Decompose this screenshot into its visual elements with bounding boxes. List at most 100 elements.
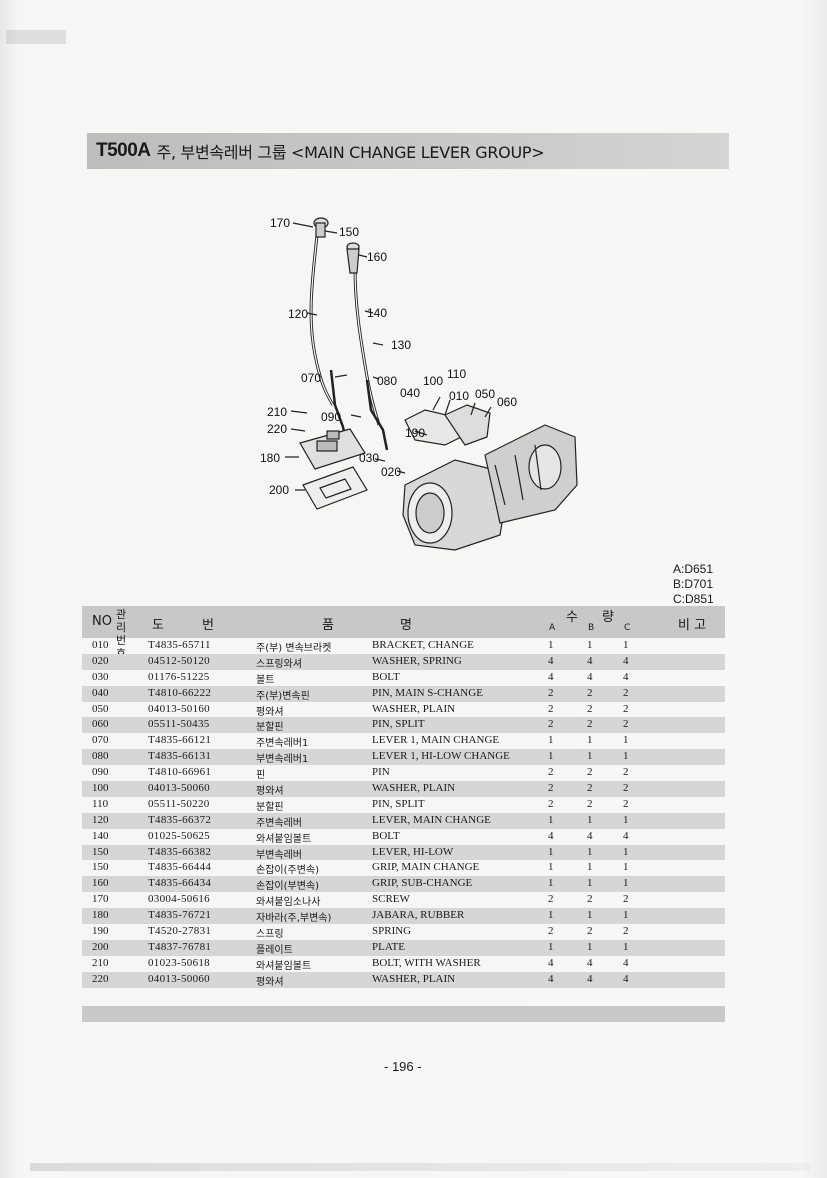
qty-b: 4 <box>587 829 593 842</box>
group-title: 주, 부변속레버 그룹 <MAIN CHANGE LEVER GROUP> <box>156 143 545 162</box>
part-number: 01023-50618 <box>148 956 210 969</box>
part-number: 04013-50060 <box>148 972 210 985</box>
row-number: 110 <box>92 797 109 810</box>
callout-130: 130 <box>391 338 411 352</box>
english-name: WASHER, SPRING <box>372 654 462 667</box>
qty-a: 1 <box>548 639 554 651</box>
english-name: PLATE <box>372 940 405 953</box>
qty-a: 1 <box>548 750 554 763</box>
qty-a: 2 <box>548 925 554 938</box>
qty-c: 1 <box>623 734 629 747</box>
part-number: T4835-66131 <box>148 750 212 763</box>
part-number: T4810-66222 <box>148 686 212 699</box>
callout-170: 170 <box>270 216 290 230</box>
row-number: 040 <box>92 686 109 699</box>
callout-160: 160 <box>367 250 387 264</box>
part-number: T4520-27831 <box>148 925 212 938</box>
qty-a: 1 <box>548 861 554 874</box>
qty-c: 4 <box>623 670 629 683</box>
qty-a: 2 <box>548 766 554 779</box>
callout-190: 190 <box>405 426 425 440</box>
qty-b: 2 <box>587 893 593 906</box>
part-number: 04512-50120 <box>148 654 210 667</box>
qty-c: 1 <box>623 861 629 874</box>
row-number: 200 <box>92 940 109 953</box>
korean-name: 자바라(주,부변속) <box>256 913 332 925</box>
english-name: PIN <box>372 766 390 779</box>
callout-020: 020 <box>381 465 401 479</box>
row-number: 050 <box>92 702 109 715</box>
qty-b: 1 <box>587 909 593 922</box>
part-number: 04013-50160 <box>148 702 210 715</box>
korean-name: 주변속레버 <box>256 817 302 829</box>
callout-040: 040 <box>400 386 420 400</box>
qty-a: 1 <box>548 813 554 826</box>
qty-c: 2 <box>623 925 629 938</box>
qty-b: 2 <box>587 718 593 731</box>
part-number: T4835-66372 <box>148 813 212 826</box>
qty-a: 2 <box>548 718 554 731</box>
part-number: 04013-50060 <box>148 782 210 795</box>
title-bar: T500A 주, 부변속레버 그룹 <MAIN CHANGE LEVER GRO… <box>87 133 729 169</box>
english-name: BOLT <box>372 829 400 842</box>
part-number: T4810-66961 <box>148 766 212 779</box>
qty-a: 1 <box>548 734 554 747</box>
qty-c: 1 <box>623 940 629 953</box>
korean-name: 핀 <box>256 770 266 782</box>
korean-name: 부변속레버 <box>256 849 302 861</box>
callout-060: 060 <box>497 395 517 409</box>
english-name: LEVER, MAIN CHANGE <box>372 813 491 826</box>
row-number: 100 <box>92 782 109 795</box>
callout-010: 010 <box>449 389 469 403</box>
qty-b: 1 <box>587 750 593 763</box>
english-name: WASHER, PLAIN <box>372 972 456 985</box>
korean-name: 분할핀 <box>256 722 284 734</box>
qty-c: 2 <box>623 797 629 810</box>
qty-a: 4 <box>548 670 554 683</box>
qty-a: 2 <box>548 686 554 699</box>
english-name: WASHER, PLAIN <box>372 782 456 795</box>
qty-b: 1 <box>587 940 593 953</box>
callout-180: 180 <box>260 451 280 465</box>
english-name: LEVER 1, MAIN CHANGE <box>372 734 500 747</box>
row-number: 190 <box>92 925 109 938</box>
korean-name: 주(부)변속핀 <box>256 690 310 702</box>
qty-c: 2 <box>623 702 629 715</box>
korean-name: 와셔붙임볼트 <box>256 960 312 972</box>
korean-name: 부변속레버1 <box>256 754 309 766</box>
qty-c: 4 <box>623 829 629 842</box>
row-number: 150 <box>92 861 109 874</box>
english-name: BOLT, WITH WASHER <box>372 956 481 969</box>
english-name: GRIP, SUB-CHANGE <box>372 877 473 890</box>
callout-100: 100 <box>423 374 443 388</box>
qty-c: 1 <box>623 909 629 922</box>
qty-b: 2 <box>587 925 593 938</box>
english-name: BRACKET, CHANGE <box>372 639 474 651</box>
qty-c: 1 <box>623 813 629 826</box>
part-number: T4835-76721 <box>148 909 212 922</box>
row-number: 140 <box>92 829 109 842</box>
callout-070: 070 <box>301 371 321 385</box>
row-number: 070 <box>92 734 109 747</box>
scan-artifact <box>6 30 66 44</box>
row-number: 160 <box>92 877 109 890</box>
row-number: 120 <box>92 813 109 826</box>
row-number: 150 <box>92 845 109 858</box>
row-number: 080 <box>92 750 109 763</box>
korean-name: 손잡이(주변속) <box>256 865 320 877</box>
callout-210: 210 <box>267 405 287 419</box>
